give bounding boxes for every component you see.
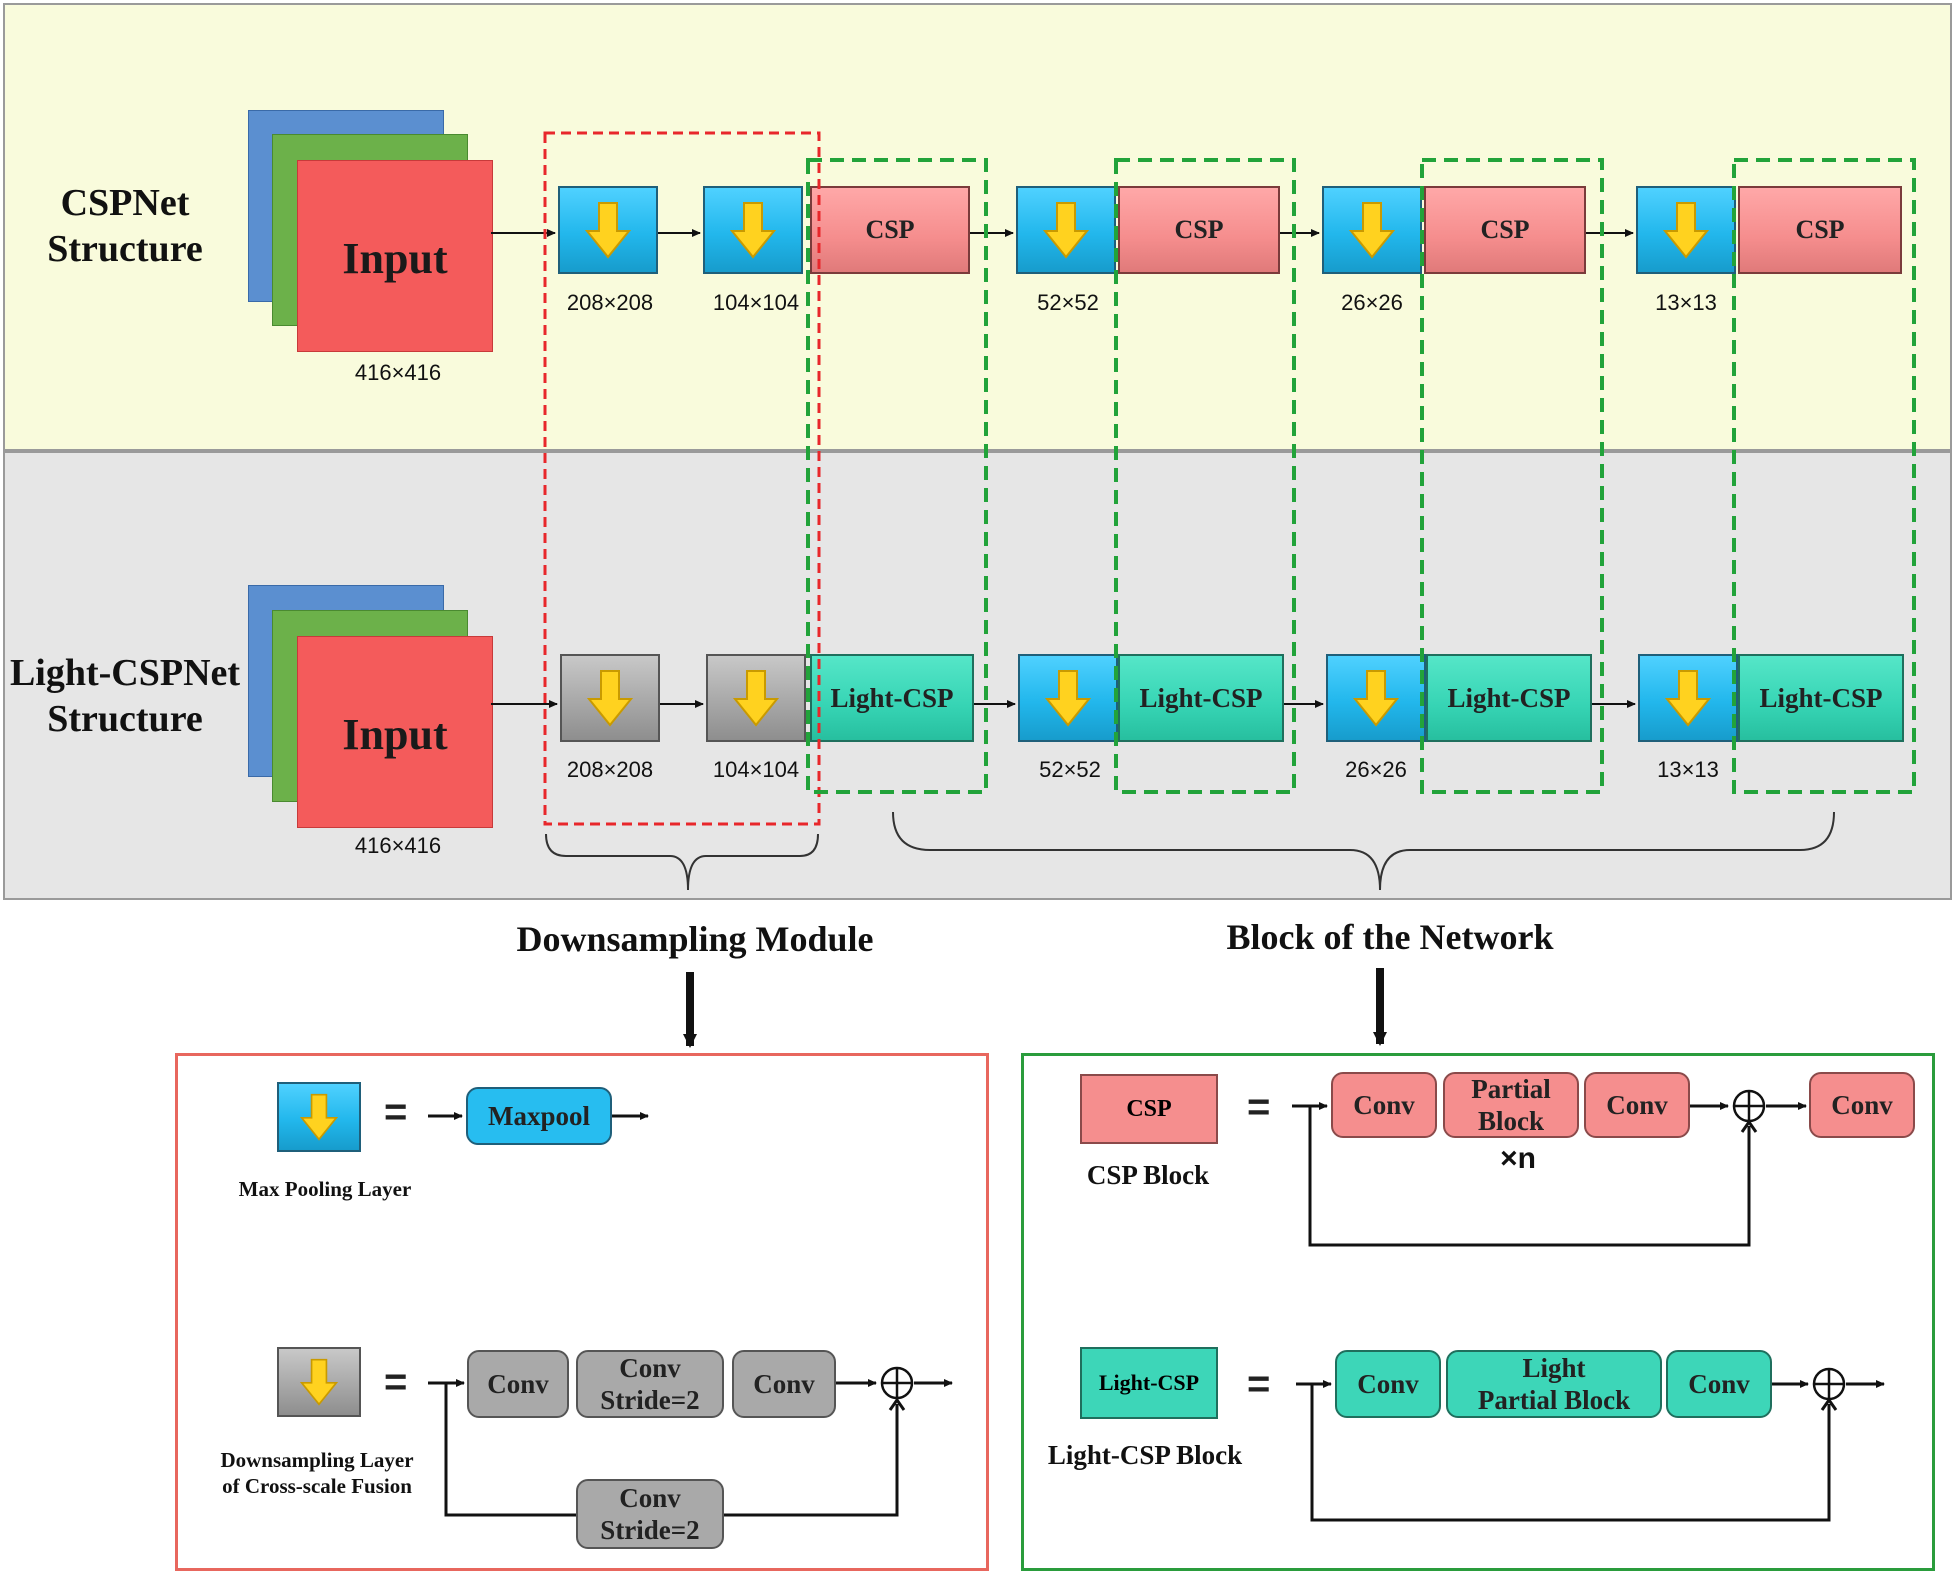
repeat-label: ×n (1500, 1142, 1536, 1175)
light-cspnet-row-label: Light-CSPNet Structure (9, 652, 241, 740)
downsampling-brace (545, 833, 819, 891)
csp-conv-box: Conv (1584, 1072, 1690, 1138)
light-csp-lines (1296, 1380, 1885, 1522)
input-layer-red: Input (297, 160, 493, 352)
csp-conv-box: Conv (1331, 1072, 1437, 1138)
downsampling-fusion-icon (560, 654, 660, 742)
csp-block: CSP (1424, 186, 1586, 274)
maxpool-icon (1322, 186, 1422, 274)
csp-icon: CSP (1080, 1074, 1218, 1144)
dim-label: 26×26 (1341, 290, 1403, 315)
maxpool-icon (1326, 654, 1426, 742)
equals-sign: = (384, 1090, 408, 1134)
dim-label: 52×52 (1037, 290, 1099, 315)
dim-label: 104×104 (712, 290, 800, 315)
dim-label: 13×13 (1657, 757, 1719, 782)
downsampling-fusion-icon (706, 654, 806, 742)
block-of-network-title: Block of the Network (1226, 917, 1554, 957)
maxpool-icon (1018, 654, 1118, 742)
max-pooling-caption: Max Pooling Layer (238, 1177, 412, 1201)
downsampling-module-title: Downsampling Module (516, 919, 874, 959)
dim-label: 104×104 (712, 757, 800, 782)
light-csp-block: Light-CSP (810, 654, 974, 742)
downsampling-module-panel (175, 1053, 989, 1571)
equals-sign: = (1247, 1085, 1271, 1129)
light-csp-icon: Light-CSP (1080, 1347, 1218, 1419)
dim-label: 13×13 (1655, 290, 1717, 315)
csp-block: CSP (1738, 186, 1902, 274)
conv-box: Conv (467, 1350, 569, 1418)
equals-sign: = (1247, 1362, 1271, 1406)
csp-block-caption: CSP Block (1086, 1160, 1210, 1190)
input-label: Input (342, 234, 448, 283)
csp-lines (1292, 1102, 1807, 1247)
light-csp-block-caption: Light-CSP Block (1047, 1440, 1243, 1470)
downsampling-fusion-caption: Downsampling Layer of Cross-scale Fusion (220, 1448, 414, 1498)
block-highlights (806, 158, 1916, 794)
dim-label: 208×208 (566, 290, 654, 315)
input-layer-red: Input (297, 636, 493, 828)
partial-block-box: Partial Block (1443, 1072, 1579, 1138)
input-size-label: 416×416 (354, 360, 442, 385)
block-brace (892, 811, 1835, 891)
skip-conv-stride-box: Conv Stride=2 (576, 1479, 724, 1549)
light-csp-conv-box: Conv (1335, 1350, 1441, 1418)
maxpool-icon (1016, 186, 1116, 274)
light-csp-block: Light-CSP (1118, 654, 1284, 742)
csp-conv-box: Conv (1809, 1072, 1915, 1138)
csp-block: CSP (810, 186, 970, 274)
dim-label: 52×52 (1039, 757, 1101, 782)
csp-block: CSP (1118, 186, 1280, 274)
equals-sign: = (384, 1360, 408, 1404)
cspnet-row-label: CSPNet Structure (47, 182, 203, 270)
input-label: Input (342, 710, 448, 759)
light-csp-block: Light-CSP (1738, 654, 1904, 742)
conv-box: Conv (732, 1350, 836, 1418)
maxpool-icon (558, 186, 658, 274)
dim-label: 208×208 (566, 757, 654, 782)
block-panel (1021, 1053, 1935, 1571)
light-csp-block: Light-CSP (1426, 654, 1592, 742)
maxpool-icon (703, 186, 803, 274)
conv-stride-box: Conv Stride=2 (576, 1350, 724, 1418)
light-csp-conv-box: Conv (1666, 1350, 1772, 1418)
downsampling-highlight (543, 131, 821, 826)
fusion-lines (428, 1379, 953, 1517)
maxpool-icon (1638, 654, 1738, 742)
light-partial-block-box: Light Partial Block (1446, 1350, 1662, 1418)
maxpool-icon (277, 1082, 361, 1152)
input-size-label: 416×416 (354, 833, 442, 858)
dim-label: 26×26 (1345, 757, 1407, 782)
maxpool-box: Maxpool (466, 1087, 612, 1145)
downsampling-fusion-icon (277, 1347, 361, 1417)
